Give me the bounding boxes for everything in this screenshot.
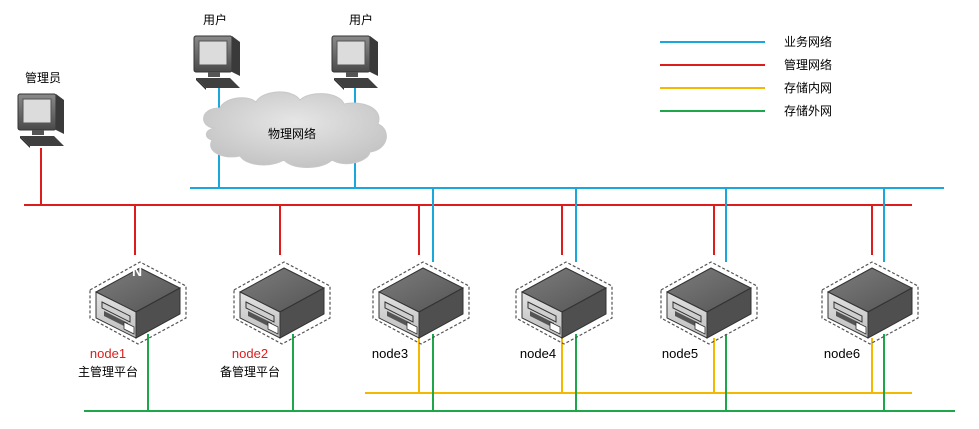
network-lines	[24, 88, 955, 412]
cloud-label: 物理网络	[268, 126, 316, 141]
server-icon	[372, 261, 470, 345]
node-name-label: node5	[662, 346, 698, 361]
server-node-node2: node2 备管理平台	[220, 261, 331, 379]
user-label: 用户	[203, 12, 227, 27]
server-node-node3: node3	[372, 261, 470, 361]
server-icon	[233, 261, 331, 345]
physical-network-cloud: 物理网络	[203, 91, 387, 168]
node-name-label: node4	[520, 346, 556, 361]
node-name-label: node6	[824, 346, 860, 361]
node-name-label: node2	[232, 346, 268, 361]
legend-label: 存储外网	[784, 103, 832, 118]
node-role-label: 备管理平台	[220, 364, 280, 379]
node-role-label: 主管理平台	[78, 364, 138, 379]
server-node-node5: node5	[660, 261, 758, 361]
node-name-label: node1	[90, 346, 126, 361]
admin-computer: 管理员	[17, 70, 65, 148]
server-icon	[821, 261, 919, 345]
server-icon	[660, 261, 758, 345]
legend-label: 存储内网	[784, 80, 832, 95]
server-node-node4: node4	[515, 261, 613, 361]
user-label: 用户	[349, 12, 373, 27]
node-name-label: node3	[372, 346, 408, 361]
computer-icon	[331, 35, 379, 90]
legend-label: 管理网络	[784, 57, 832, 72]
server-icon	[515, 261, 613, 345]
user-computer-1: 用户	[193, 12, 241, 90]
user-computer-2: 用户	[331, 12, 379, 90]
computer-icon	[17, 93, 65, 148]
legend-label: 业务网络	[784, 34, 832, 49]
admin-label: 管理员	[25, 70, 61, 85]
computer-icon	[193, 35, 241, 90]
node-badge: N	[132, 263, 142, 279]
server-node-node6: node6	[821, 261, 919, 361]
